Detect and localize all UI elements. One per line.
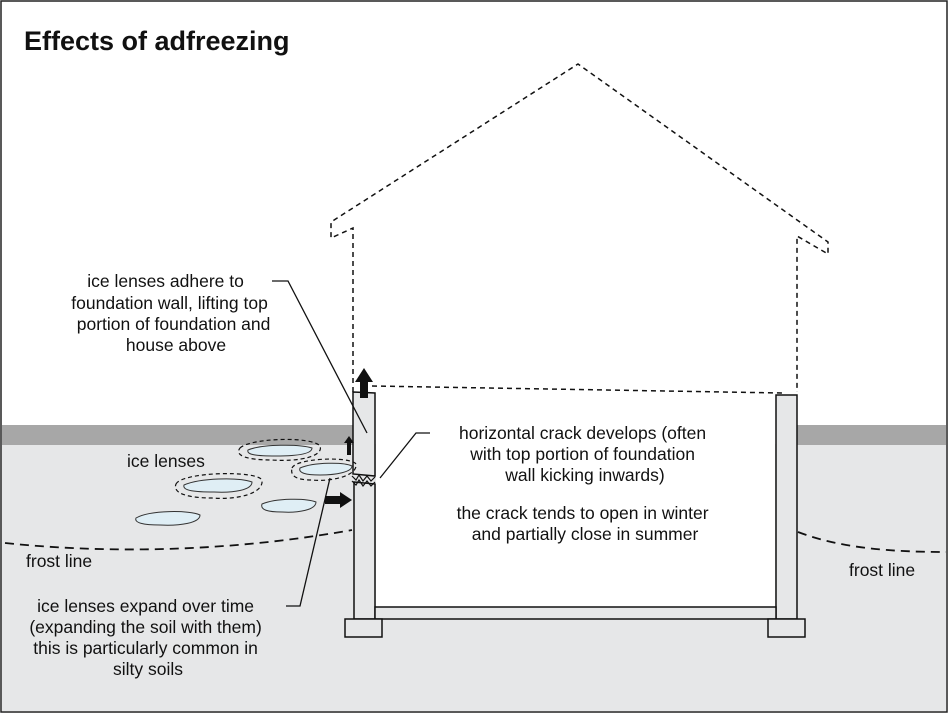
label-crack-line: with top portion of foundation — [469, 444, 695, 464]
frost-line-right — [797, 531, 947, 553]
lift-arrow-large — [355, 368, 373, 398]
footing-left — [344, 618, 383, 638]
foundation-wall-right — [775, 394, 798, 620]
basement-interior — [376, 393, 775, 607]
label-crack-season: the crack tends to open in winter and pa… — [457, 503, 714, 544]
label-expand-line: ice lenses expand over time — [37, 596, 254, 616]
label-lift: ice lenses adhere to foundation wall, li… — [71, 271, 275, 355]
push-arrow — [325, 492, 352, 508]
footing-right — [767, 618, 806, 638]
ice-lens — [247, 444, 313, 457]
house-outline — [330, 63, 829, 392]
label-lift-line: portion of foundation and — [77, 314, 271, 334]
label-expand-line: (expanding the soil with them) — [29, 617, 261, 637]
horizontal-crack-lower — [351, 478, 376, 488]
ice-lens — [183, 478, 253, 493]
label-ice-lenses: ice lenses — [127, 451, 205, 471]
leader-crack — [379, 432, 430, 479]
label-lift-line: foundation wall, lifting top — [71, 293, 268, 313]
label-frost-line-right: frost line — [849, 560, 915, 580]
label-crack-season-line: and partially close in summer — [472, 524, 699, 544]
label-crack-season-line: the crack tends to open in winter — [457, 503, 709, 523]
foundation-wall-bottom — [353, 481, 376, 620]
foundation-wall-top — [352, 391, 376, 477]
frost-line-left — [4, 529, 353, 551]
ice-lens — [135, 511, 201, 526]
lift-arrow-small — [344, 436, 354, 455]
leader-lift — [272, 280, 368, 434]
ice-lens-halo — [291, 458, 357, 481]
leader-expand — [286, 477, 331, 607]
label-crack: horizontal crack develops (often with to… — [459, 423, 711, 485]
grade-band-right — [797, 425, 946, 445]
diagram-title: Effects of adfreezing — [24, 26, 290, 56]
label-crack-line: horizontal crack develops (often — [459, 423, 706, 443]
ice-lens-halo — [238, 438, 321, 461]
label-expand-line: silty soils — [113, 659, 183, 679]
label-frost-line-left: frost line — [26, 551, 92, 571]
ice-lens-halo — [174, 473, 263, 499]
grade-band-left — [2, 425, 354, 445]
basement-slab — [374, 606, 777, 620]
label-lift-line: ice lenses adhere to — [87, 271, 244, 291]
label-crack-line: wall kicking inwards) — [504, 465, 665, 485]
label-expand-line: this is particularly common in — [33, 638, 258, 658]
ice-lens — [299, 462, 353, 476]
horizontal-crack — [351, 473, 376, 483]
label-lift-line: house above — [126, 335, 226, 355]
ice-lens — [261, 498, 317, 513]
label-expand: ice lenses expand over time (expanding t… — [29, 596, 266, 679]
